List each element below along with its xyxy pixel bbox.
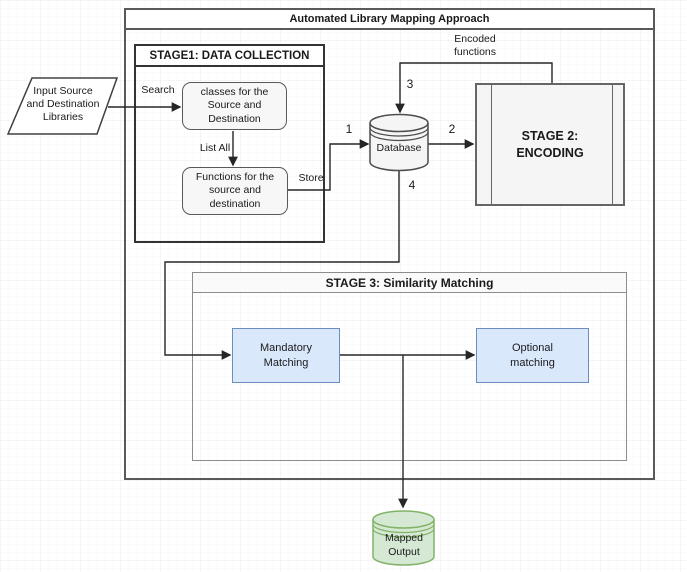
edge-2-label: 2 <box>448 122 456 136</box>
edge-1-label: 1 <box>345 122 353 136</box>
stage3-title: STAGE 3: Similarity Matching <box>325 275 494 290</box>
optional-matching-node: Optional matching <box>476 328 589 383</box>
list-all-edge-label: List All <box>199 142 231 154</box>
edge-3-label: 3 <box>406 77 414 91</box>
search-edge-label: Search <box>141 84 175 96</box>
stage2-node: STAGE 2: ENCODING <box>475 83 625 206</box>
classes-node: classes for the Source and Destination <box>182 82 287 130</box>
functions-node-label: Functions for the source and destination <box>195 171 275 210</box>
stage1-title-bar: STAGE1: DATA COLLECTION <box>134 44 325 67</box>
stage3-title-bar: STAGE 3: Similarity Matching <box>192 272 627 293</box>
input-node-label: Input Source and Destination Libraries <box>26 85 100 124</box>
diagram-title-bar: Automated Library Mapping Approach <box>124 8 655 30</box>
stage2-right-bar <box>612 85 623 204</box>
diagram-title: Automated Library Mapping Approach <box>289 13 490 25</box>
mandatory-matching-node: Mandatory Matching <box>232 328 340 383</box>
functions-node: Functions for the source and destination <box>182 167 288 215</box>
store-edge-label: Store <box>298 172 324 184</box>
mandatory-matching-label: Mandatory Matching <box>260 341 312 369</box>
stage1-title: STAGE1: DATA COLLECTION <box>149 49 310 62</box>
stage2-label: STAGE 2: ENCODING <box>516 128 584 160</box>
mapped-output-label: Mapped Output <box>385 532 423 559</box>
edge-4-label: 4 <box>408 178 416 192</box>
encoded-functions-label: Encoded functions <box>453 33 497 59</box>
database-label: Database <box>376 142 422 154</box>
stage2-left-bar <box>477 85 492 204</box>
classes-node-label: classes for the Source and Destination <box>200 86 269 125</box>
optional-matching-label: Optional matching <box>510 341 555 369</box>
